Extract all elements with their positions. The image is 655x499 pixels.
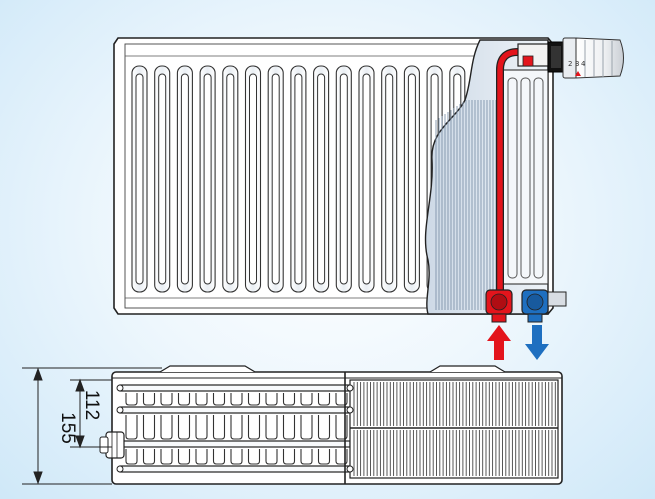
radiator-fin (290, 65, 307, 293)
cutaway-rear-fins (507, 77, 544, 279)
radiator-fin (403, 65, 420, 293)
section-hatched-area (349, 379, 559, 479)
cutaway-convector-fins (435, 100, 500, 310)
wave-fin-row (125, 393, 348, 406)
flow-arrow-up-icon (487, 325, 511, 360)
radiator-fin (313, 65, 330, 293)
valve-body (517, 41, 565, 73)
cutaway-rear-panel (502, 69, 549, 285)
panel-strip-1 (119, 384, 351, 392)
panel-strip-3 (119, 440, 351, 448)
side-connector (99, 431, 125, 459)
radiator-fin (222, 65, 239, 293)
radiator-fin (381, 65, 398, 293)
thermostat-scale-2: 2 (568, 60, 572, 68)
radiator-fin (244, 65, 262, 293)
panel-strip-4 (119, 465, 351, 473)
radiator-fin (199, 65, 216, 293)
thermostat-head: 2 3 4 (562, 37, 624, 79)
radiator-fin (358, 65, 375, 293)
return-arrow-down-icon (525, 325, 549, 360)
dimension-112-label: 112 (81, 390, 102, 420)
thermostat-indicator-icon (575, 71, 581, 76)
thermostat-scale-3: 3 (575, 60, 579, 68)
radiator-fin (335, 65, 352, 293)
bottom-connection-flow (485, 289, 513, 323)
dimension-lines (22, 367, 162, 485)
radiator-fin (267, 65, 284, 293)
thermostat-scale-4: 4 (581, 60, 586, 68)
radiator-section-view (99, 365, 563, 485)
radiator-fin (154, 65, 171, 293)
dimension-155-label: 155 (57, 412, 78, 444)
radiator-front-view: 2 3 4 (113, 37, 624, 360)
radiator-fin (176, 65, 193, 293)
section-convector-fins (125, 393, 348, 465)
top-grill-bracket-left (159, 365, 256, 373)
section-hatch-lines (353, 382, 556, 476)
panel-strip-2 (119, 406, 351, 414)
radiator-fin (131, 65, 148, 293)
top-grill-bracket-right (429, 365, 506, 373)
wave-fin-row (125, 449, 348, 465)
wave-fin-row (125, 415, 348, 440)
bottom-connection-return (521, 289, 567, 323)
